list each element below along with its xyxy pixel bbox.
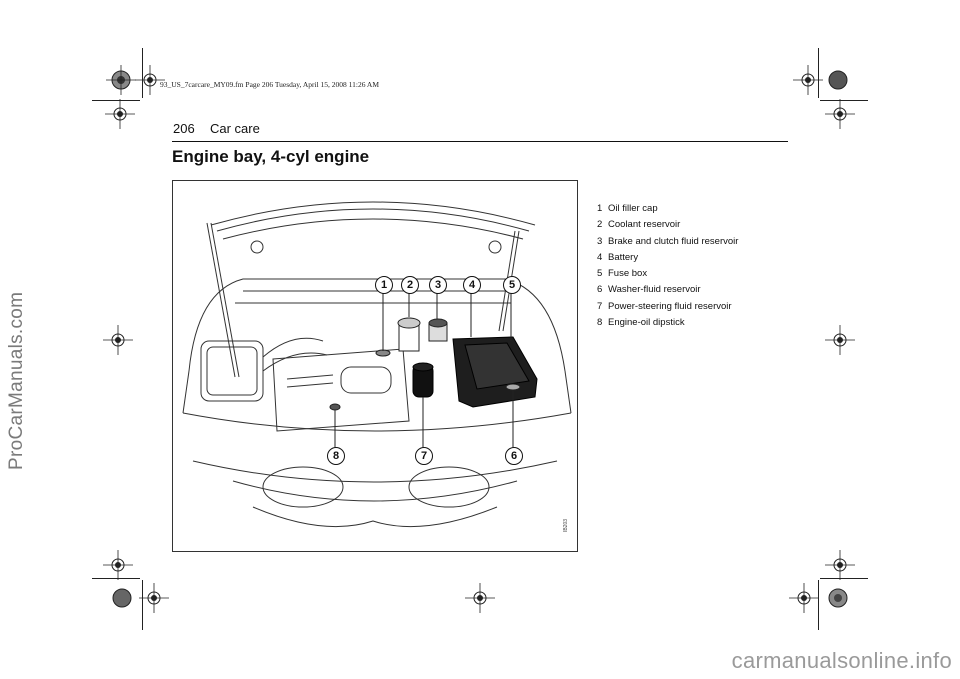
legend-label: Brake and clutch fluid reservoir bbox=[608, 235, 739, 247]
registration-mark-icon bbox=[465, 583, 495, 613]
legend-number: 3 bbox=[597, 235, 603, 247]
crop-line bbox=[820, 578, 868, 579]
crop-line bbox=[142, 48, 143, 98]
registration-mark-icon bbox=[825, 325, 855, 355]
legend-item: 5 Fuse box bbox=[597, 266, 738, 282]
callout-8: 8 bbox=[327, 447, 345, 465]
legend-label: Coolant reservoir bbox=[608, 219, 681, 231]
legend-item: 2 Coolant reservoir bbox=[597, 217, 738, 233]
legend-label: Oil filler cap bbox=[608, 203, 658, 214]
legend-item: 6 Washer-fluid reservoir bbox=[597, 282, 738, 298]
legend-number: 1 bbox=[597, 203, 603, 214]
section-title: Car care bbox=[210, 121, 260, 136]
crop-line bbox=[92, 578, 140, 579]
callout-6: 6 bbox=[505, 447, 523, 465]
side-watermark: ProCarManuals.com bbox=[6, 291, 27, 470]
legend-number: 6 bbox=[597, 284, 603, 296]
engine-bay-illustration bbox=[182, 201, 572, 528]
callout-5: 5 bbox=[503, 276, 521, 294]
legend-item: 7 Power-steering fluid reservoir bbox=[597, 299, 738, 315]
crop-line bbox=[92, 100, 140, 101]
crop-line bbox=[818, 48, 819, 98]
crop-line bbox=[142, 580, 143, 630]
callout-4: 4 bbox=[463, 276, 481, 294]
registration-mark-icon bbox=[105, 99, 135, 129]
legend-number: 7 bbox=[597, 300, 603, 312]
legend-label: Power-steering fluid reservoir bbox=[608, 300, 732, 312]
callout-7: 7 bbox=[415, 447, 433, 465]
legend-label: Engine-oil dipstick bbox=[608, 317, 685, 329]
callout-3: 3 bbox=[429, 276, 447, 294]
registration-mark-icon bbox=[793, 65, 823, 95]
file-header: 93_US_7carcare_MY09.fm Page 206 Tuesday,… bbox=[160, 80, 380, 89]
registration-mark-icon bbox=[135, 65, 165, 95]
figure-id: IB203 bbox=[563, 518, 569, 532]
registration-mark-icon bbox=[139, 583, 169, 613]
legend-item: 8 Engine-oil dipstick bbox=[597, 315, 738, 331]
header-rule bbox=[172, 141, 788, 142]
legend-number: 2 bbox=[597, 219, 603, 231]
legend-number: 4 bbox=[597, 251, 603, 263]
registration-mark-icon bbox=[112, 588, 132, 608]
registration-mark-icon bbox=[825, 99, 855, 129]
engine-bay-figure: 1 2 3 4 5 6 7 8 bbox=[172, 180, 578, 552]
callout-1: 1 bbox=[375, 276, 393, 294]
crop-line bbox=[820, 100, 868, 101]
registration-mark-icon bbox=[828, 70, 848, 90]
legend-label: Washer-fluid reservoir bbox=[608, 284, 701, 296]
crop-line bbox=[818, 580, 819, 630]
bottom-watermark: carmanualsonline.info bbox=[731, 648, 952, 673]
legend-number: 5 bbox=[597, 268, 603, 280]
registration-mark-icon bbox=[103, 325, 133, 355]
legend-item: 1 Oil filler cap bbox=[597, 201, 738, 217]
registration-mark-icon bbox=[828, 588, 848, 608]
legend-label: Fuse box bbox=[608, 268, 648, 280]
legend-list: 1 Oil filler cap 2 Coolant reservoir 3 Brak… bbox=[597, 201, 738, 331]
registration-mark-icon bbox=[103, 550, 133, 580]
legend-item: 4 Battery bbox=[597, 250, 738, 266]
legend-label: Battery bbox=[608, 251, 639, 263]
page-number: 206 bbox=[173, 121, 195, 136]
page-title: Engine bay, 4-cyl engine bbox=[172, 147, 370, 166]
registration-mark-icon bbox=[825, 550, 855, 580]
legend-number: 8 bbox=[597, 317, 603, 329]
legend-item: 3 Brake and clutch fluid reservoir bbox=[597, 234, 738, 250]
callout-2: 2 bbox=[401, 276, 419, 294]
registration-mark-icon bbox=[106, 65, 136, 95]
registration-mark-icon bbox=[789, 583, 819, 613]
